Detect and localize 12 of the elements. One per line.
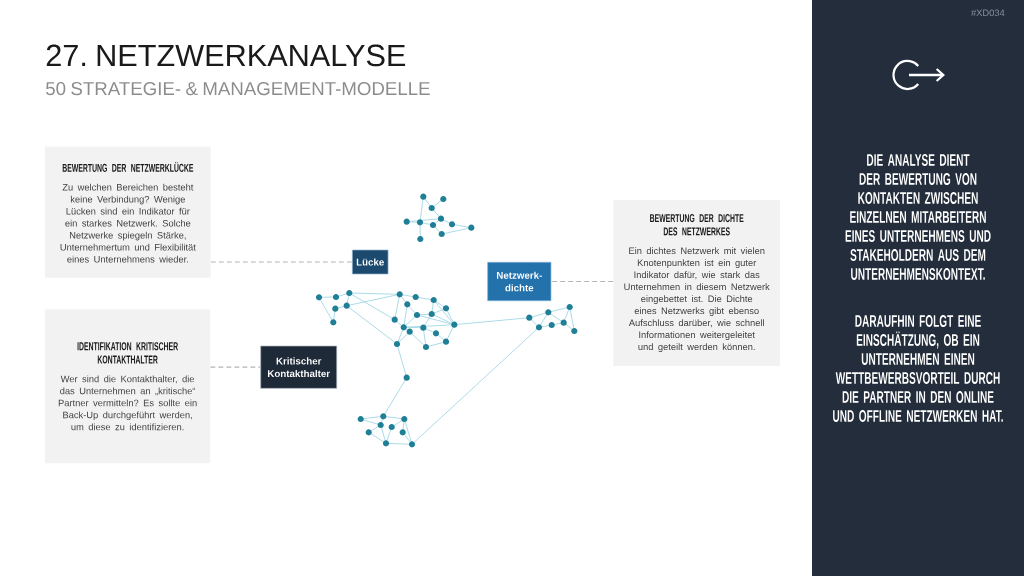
text-box: BEWERTUNG DER DICHTE DES NETZWERKES Ein dichtes Netzwerk mit vielen Knotenpunkten ist ein guter Indikator dafür, wie stark das Unternehmen in diesem Netzwerk eingebettet ist. Die Dichte eines Netzwerks gibt ebenso Aufschluss darüber, wie schnell Informationen weitergeleitet und geteilt werden können. [613, 200, 781, 366]
dashed-connector [210, 261, 353, 263]
label-box: Kritischer Kontakthalter [260, 345, 338, 389]
title: 27. NETZWERKANALYSE [46, 44, 406, 67]
dashed-connector [550, 280, 614, 283]
subtitle: 50 STRATEGIE- & MANAGEMENT-MODELLE [46, 81, 430, 96]
dashed-connector [209, 366, 261, 368]
label-box: Lücke [352, 249, 389, 275]
text-box: BEWERTUNG DER NETZWERKLÜCKE Zu welchen Bereichen besteht keine Verbindung? Wenige Lücken sind ein Indikator für ein starkes Netzwerk. Solche Netzwerke spiegeln Stärke, Unternehmertum und Flexibilität eines Unternehmens wieder. [45, 146, 211, 278]
slide-code: #XD034 [971, 9, 1005, 17]
text-box: IDENTIFIKATION KRITISCHER KONTAKTHALTER Wer sind die Kontakthalter, die das Unternehmen an „kritische“ Partner vermitteln? Es sollte ein Back-Up durchgeführt werden, um diese zu identifizieren. [45, 309, 211, 464]
label-box: Netzwerk- dichte [487, 261, 552, 302]
